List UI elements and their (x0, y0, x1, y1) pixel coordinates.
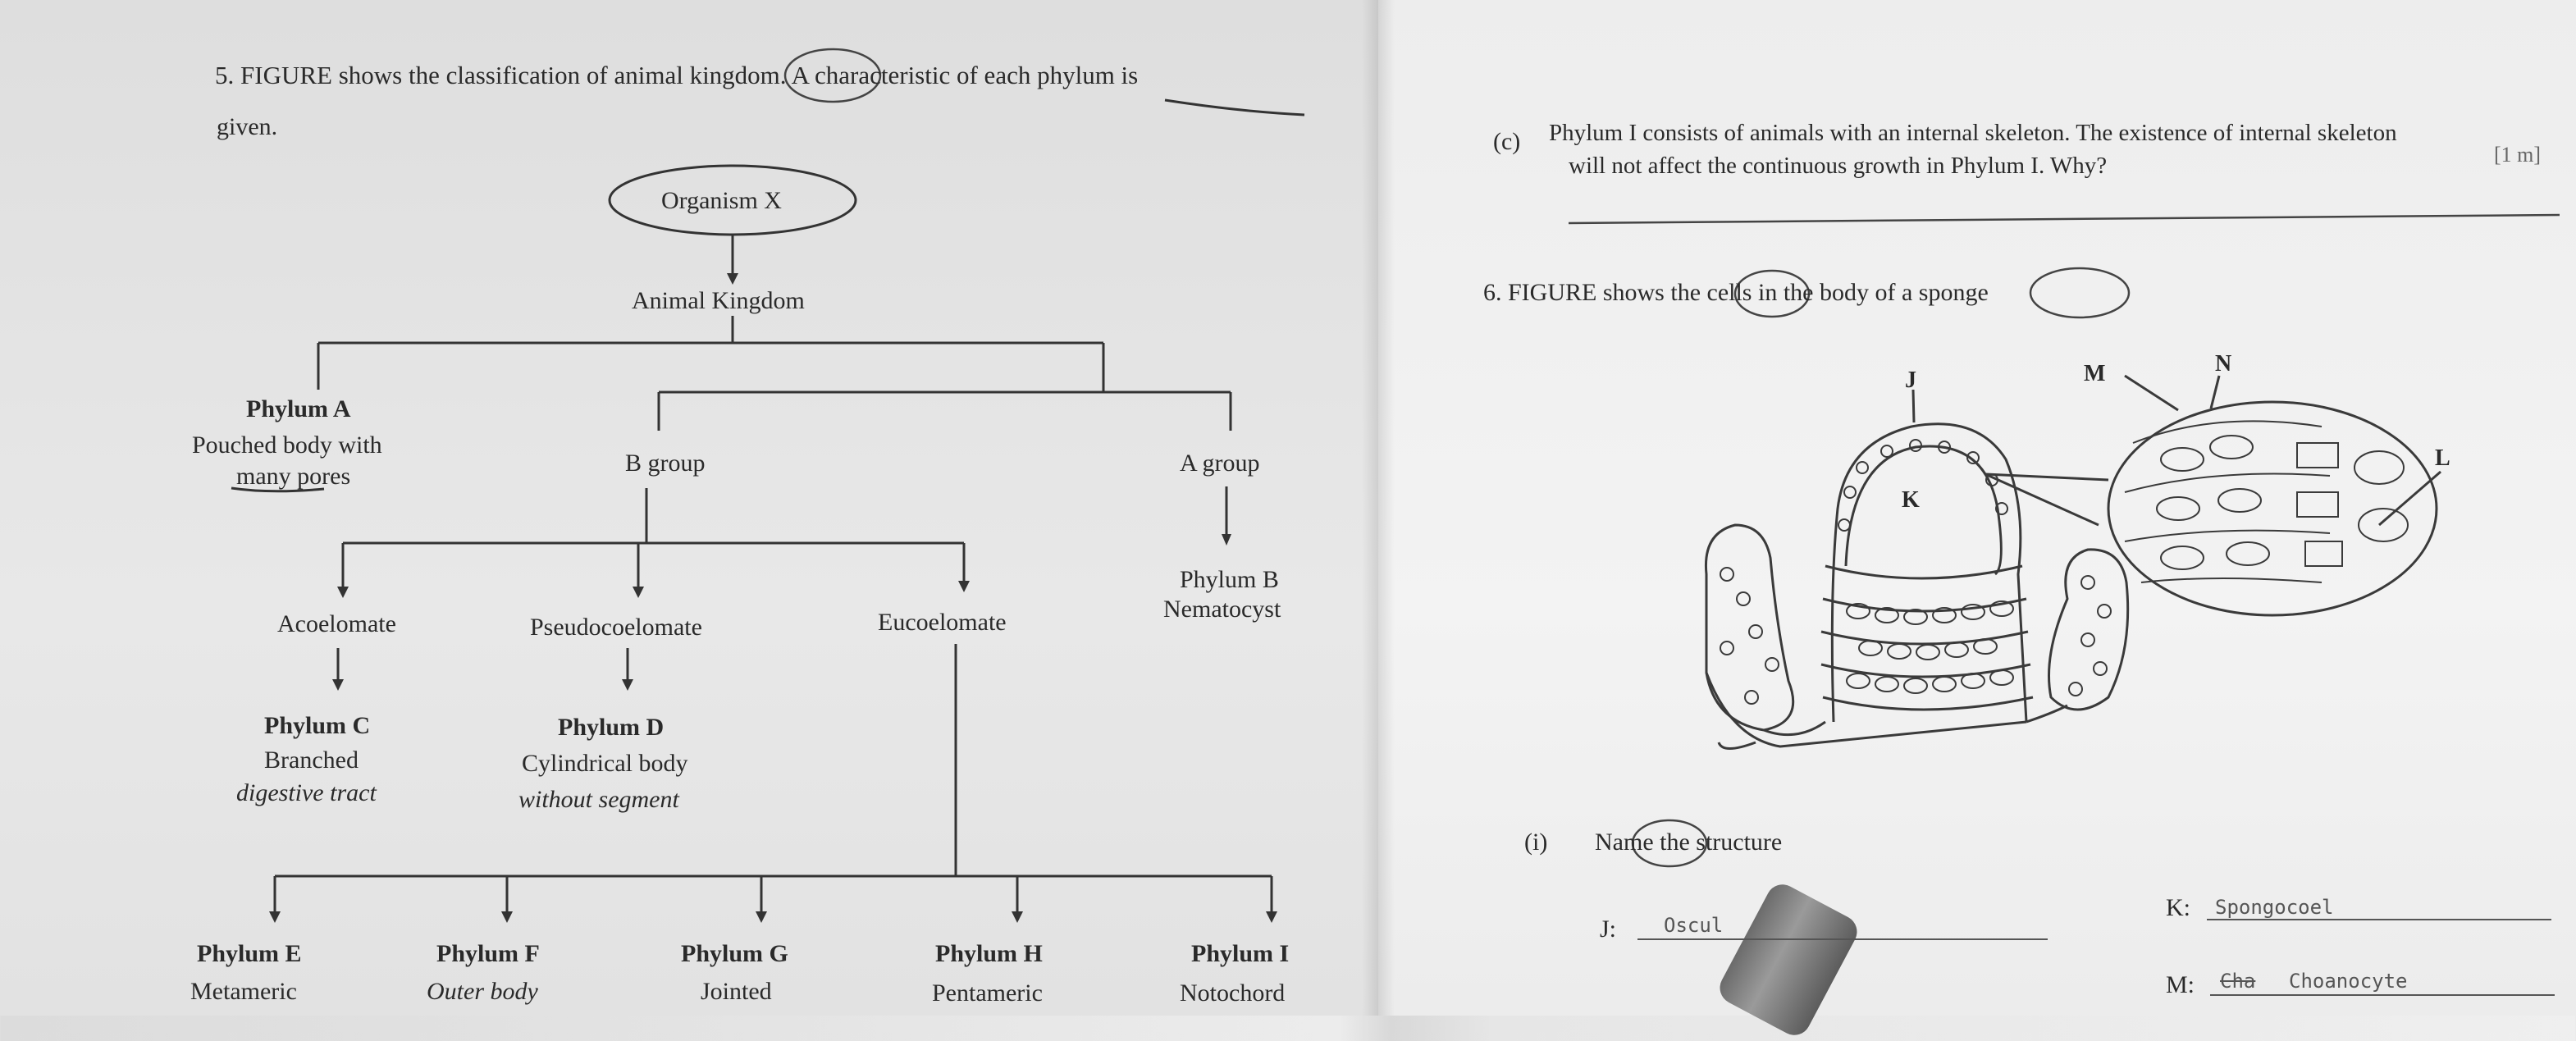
sponge-label-l: L (2435, 445, 2450, 471)
q6-stem: 6. FIGURE shows the cells in the body of… (1483, 279, 1989, 306)
phylum-a-desc-2: many pores (236, 463, 351, 490)
q6-part-i-label: (i) (1524, 829, 1548, 856)
q5c-label: (c) (1493, 128, 1521, 155)
sponge-diagram (1704, 374, 2441, 750)
phylum-d-desc-2: without segment (518, 786, 679, 813)
node-organism-x: Organism X (661, 187, 782, 214)
phylum-i-desc: Notochord (1180, 979, 1286, 1007)
answer-j-value: Oscul (1664, 914, 1724, 937)
q5c-line-1: Phylum I consists of animals with an int… (1549, 120, 2397, 146)
node-phylum-e: Phylum E (197, 940, 302, 967)
answer-m-label: M: (2166, 971, 2195, 998)
node-b-group: B group (625, 450, 706, 477)
phylum-g-desc: Jointed (701, 978, 772, 1005)
answer-m-struck: Cha (2220, 970, 2256, 993)
node-phylum-d: Phylum D (558, 714, 665, 741)
answer-k-label: K: (2166, 894, 2190, 921)
classification-tree-lines (231, 48, 2560, 923)
q5-stem-line2: given. (217, 113, 278, 140)
node-phylum-f: Phylum F (436, 940, 540, 967)
q5-stem-line1: 5. FIGURE shows the classification of an… (215, 61, 1139, 89)
answer-m-line[interactable] (2210, 994, 2555, 996)
node-acoelomate: Acoelomate (277, 610, 396, 637)
sponge-label-k: K (1902, 487, 1920, 513)
sponge-label-j: J (1905, 368, 1916, 393)
node-eucoelomate: Eucoelomate (878, 609, 1007, 636)
node-phylum-h: Phylum H (935, 940, 1043, 967)
left-page (0, 0, 1378, 1016)
node-pseudocoelomate: Pseudocoelomate (530, 614, 702, 641)
sponge-label-n: N (2215, 351, 2232, 377)
answer-j-label: J: (1600, 915, 1617, 943)
node-phylum-c: Phylum C (264, 712, 371, 739)
phylum-a-desc-1: Pouched body with (192, 431, 382, 459)
node-phylum-g: Phylum G (681, 940, 788, 967)
answer-k-line[interactable] (2207, 919, 2551, 920)
node-a-group: A group (1180, 450, 1260, 477)
phylum-h-desc: Pentameric (932, 979, 1043, 1007)
phylum-c-desc-1: Branched (264, 747, 359, 774)
organism-oval (608, 164, 857, 236)
node-animal-kingdom: Animal Kingdom (632, 287, 805, 314)
right-page (1378, 0, 2576, 1016)
phylum-d-desc-1: Cylindrical body (522, 750, 688, 777)
answer-j-line[interactable] (1637, 938, 2048, 940)
answer-k-value: Spongocoel (2215, 896, 2334, 919)
q6-part-i-text: Name the structure (1595, 829, 1783, 856)
node-phylum-a: Phylum A (246, 395, 351, 422)
q5c-line-2: will not affect the continuous growth in… (1569, 153, 2108, 179)
phylum-b-desc: Nematocyst (1163, 596, 1281, 623)
answer-m-value: Choanocyte (2289, 970, 2408, 993)
phylum-f-desc: Outer body (427, 978, 538, 1005)
sponge-label-m: M (2084, 361, 2106, 386)
node-phylum-b: Phylum B (1180, 566, 1279, 593)
q5c-marks: [1 m] (2494, 143, 2542, 167)
phylum-c-desc-2: digestive tract (236, 779, 377, 806)
book-gutter (1362, 0, 1395, 1016)
node-phylum-i: Phylum I (1191, 940, 1290, 967)
phylum-e-desc: Metameric (190, 978, 297, 1005)
